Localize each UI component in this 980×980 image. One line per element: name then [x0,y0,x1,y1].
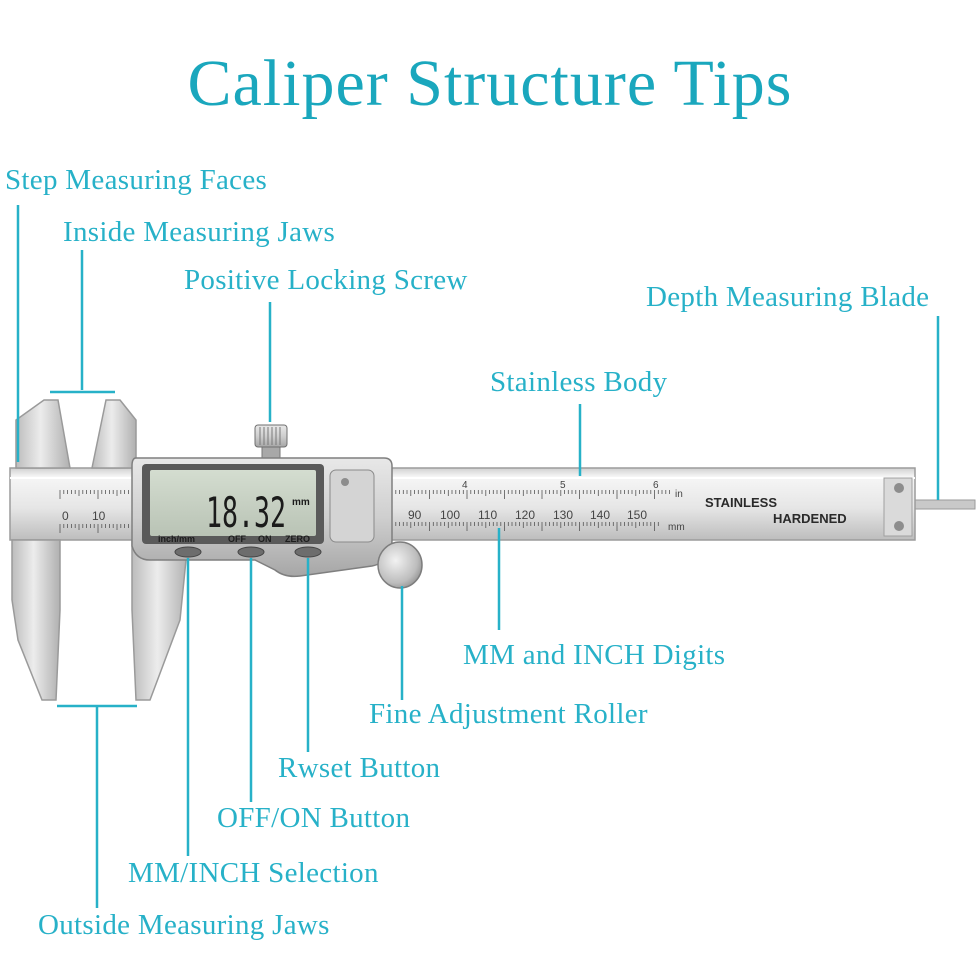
mm-tick-140: 140 [590,508,610,522]
fixed-inside-jaw [15,399,71,469]
beam-scale-right [391,490,670,531]
label-depth-measuring-blade: Depth Measuring Blade [646,281,930,313]
mm-inch-button[interactable] [174,546,202,558]
label-stainless-body: Stainless Body [490,366,668,398]
mm-tick-120: 120 [515,508,535,522]
lcd-unit: mm [292,497,310,508]
btn-label-off: OFF [228,534,246,544]
mm-tick-150: 150 [627,508,647,522]
label-inside-measuring-jaws: Inside Measuring Jaws [63,216,336,248]
fine-adjustment-roller[interactable] [377,541,423,589]
label-fine-adjustment-roller: Fine Adjustment Roller [369,698,648,730]
label-step-measuring-faces: Step Measuring Faces [5,164,268,196]
inch-tick-6: 6 [653,480,659,491]
locking-screw-head [254,424,288,448]
btn-label-zero: ZERO [285,534,310,544]
engraving-stainless: STAINLESS [705,495,777,510]
mm-tick-90: 90 [408,508,422,522]
mm-tick-10: 10 [92,509,106,523]
mm-tick-130: 130 [553,508,573,522]
inch-tick-4: 4 [462,480,468,491]
leader-lines [16,205,940,908]
lcd-reading: 18.32 [206,488,286,537]
label-off-on-button: OFF/ON Button [217,802,411,834]
btn-label-mode: inch/mm [158,534,195,544]
battery-cover-screw [341,478,349,486]
mm-tick-100: 100 [440,508,460,522]
mm-tick-0: 0 [62,509,69,523]
screw-top [894,483,904,493]
zero-reset-button[interactable] [294,546,322,558]
engraving-hardened: HARDENED [773,511,847,526]
beam-scale-left [59,490,129,533]
battery-cover [329,469,375,543]
off-on-button[interactable] [237,546,265,558]
lcd-screen [150,470,316,536]
inch-tick-5: 5 [560,480,566,491]
page-title: Caliper Structure Tips [187,47,793,120]
label-positive-locking-screw: Positive Locking Screw [184,264,468,296]
btn-label-on: ON [258,534,272,544]
fixed-outside-jaw [11,539,61,701]
label-outside-measuring-jaws: Outside Measuring Jaws [38,909,330,941]
leader-outside-jaws [57,704,137,908]
sliding-inside-jaw [91,399,137,469]
scale-unit-mm: mm [668,522,685,533]
label-mm-inch-digits: MM and INCH Digits [463,639,726,671]
label-mm-inch-selection: MM/INCH Selection [128,857,379,889]
locking-screw-knurl [259,427,281,445]
label-reset-button: Rwset Button [278,752,441,784]
leader-inside-jaws [50,250,115,394]
mm-tick-110: 110 [478,508,497,522]
scale-unit-in: in [675,489,683,500]
screw-bottom [894,521,904,531]
sliding-outside-jaw [131,539,189,701]
